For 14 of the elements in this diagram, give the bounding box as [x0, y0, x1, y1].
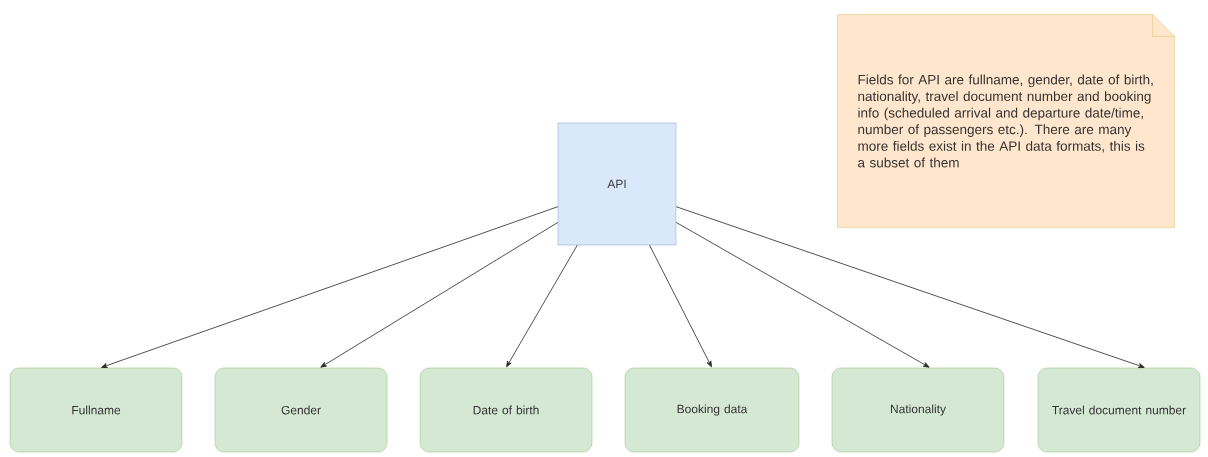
field-box: Gender	[214, 367, 388, 453]
field-box: Travel document number	[1037, 367, 1201, 453]
field-box: Nationality	[831, 367, 1005, 453]
field-box: Booking data	[624, 367, 800, 453]
arrow	[320, 222, 559, 368]
arrow	[506, 244, 578, 368]
note-box: Fields for API are fullname, gender, date of birth, nationality, travel document number and booking info (scheduled arrival and departure date/time, number of passengers etc.). There are many more fields exist in the API data formats, this is a subset of them	[837, 14, 1175, 228]
arrow	[649, 244, 712, 368]
process-box: API	[557, 122, 677, 246]
field-box: Date of birth	[419, 367, 593, 453]
arrow	[675, 222, 930, 368]
arrow	[675, 206, 1145, 368]
arrow	[101, 206, 559, 368]
field-box: Fullname	[9, 367, 183, 453]
